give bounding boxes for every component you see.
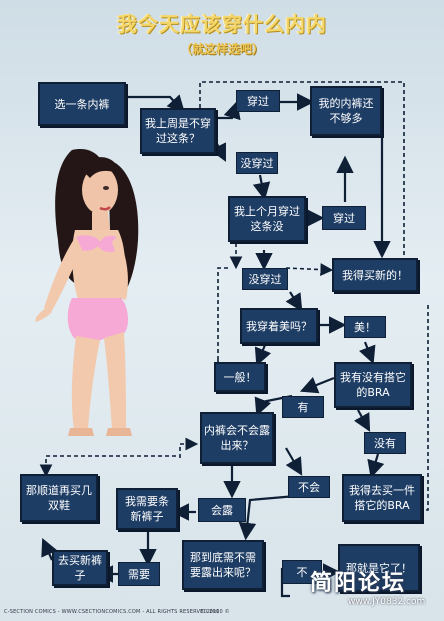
node-need: 需要 [118, 562, 160, 586]
node-no-2: 不 [282, 560, 322, 584]
diagram-subtitle: （就这样选吧） [179, 42, 264, 56]
node-do-i-look-good: 我穿着美吗？ [240, 308, 318, 344]
node-no: 没有 [364, 432, 406, 454]
node-worn-last-week: 我上周是不穿过这条？ [140, 108, 216, 154]
footer-credit: C-SECTION COMICS - WWW.CSECTIONCOMICS.CO… [4, 609, 230, 615]
node-must-buy-new: 我得买新的！ [332, 258, 418, 292]
node-really-need-to-show: 那到底需不需要露出来呢？ [182, 540, 264, 590]
node-have-matching-bra: 我有没有搭它的BRA [334, 362, 412, 408]
node-yes: 有 [282, 396, 324, 418]
diagram-title: 我今天应该穿什么内内 [117, 12, 327, 36]
node-need-new-pants: 我需要条新裤子 [116, 488, 178, 530]
watermark-text: 简阳论坛 [310, 571, 407, 596]
node-so-so: 一般！ [214, 362, 266, 392]
node-buy-new-pants: 去买新裤子 [52, 550, 108, 586]
node-buy-matching-bra: 我得去买一件搭它的BRA [342, 474, 422, 522]
node-worn: 穿过 [236, 90, 280, 112]
node-beautiful: 美！ [344, 316, 386, 338]
node-not-worn-2: 没穿过 [242, 268, 288, 290]
copyright-mark: © 2010 [200, 609, 220, 615]
watermark: 简阳论坛 www.JY0832.com [300, 565, 444, 621]
node-worn-2: 穿过 [322, 206, 366, 230]
node-pick-underwear: 选一条内裤 [38, 82, 126, 126]
node-not-enough-underwear: 我的内裤还不够多 [310, 86, 382, 136]
node-that-is-it: 那就是它了！ [338, 544, 420, 592]
node-worn-last-month: 我上个月穿过这条没 [228, 196, 306, 242]
node-not-worn: 没穿过 [236, 152, 278, 174]
woman-illustration [35, 149, 139, 436]
node-will-it-show: 内裤会不会露出来？ [200, 412, 274, 464]
node-buy-more-shoes: 那顺道再买几双鞋 [20, 474, 98, 522]
watermark-url: www.JY0832.com [348, 597, 426, 607]
node-will-show: 会露 [198, 498, 246, 522]
node-will-not: 不会 [288, 476, 330, 498]
